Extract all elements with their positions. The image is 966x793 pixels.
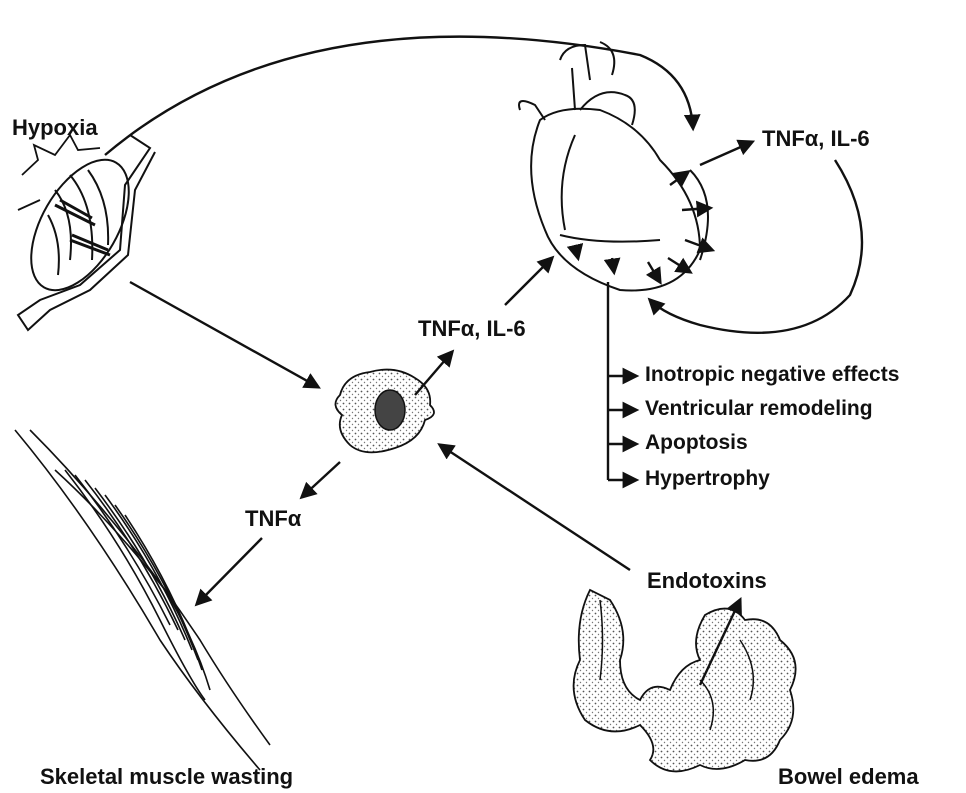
arrow-cytokines-to-heart [505, 258, 552, 305]
arrow-muscle-to-monocyte [130, 282, 318, 387]
arrow-monocyte-to-tnf [302, 462, 340, 497]
effect-apoptosis: Apoptosis [645, 432, 748, 453]
arrow-tnf-to-skeletal-muscle [197, 538, 262, 604]
arrow-monocyte-to-cytokines [415, 352, 452, 395]
muscle-fiber-illustration [11, 135, 155, 330]
heart-cytokines-label: TNFα, IL-6 [762, 128, 870, 150]
arrow-hypoxia-to-heart [105, 37, 693, 155]
skeletal-muscle-illustration [15, 430, 270, 770]
heart-illustration [519, 42, 708, 291]
effect-hypertrophy: Hypertrophy [645, 468, 770, 489]
arrow-endotoxins-to-monocyte [440, 445, 630, 570]
cell-cytokines-label: TNFα, IL-6 [418, 318, 526, 340]
tnf-alpha-label: TNFα [245, 508, 301, 530]
effect-ventricular-remodeling: Ventricular remodeling [645, 398, 873, 419]
arrow-heart-to-cytokines [700, 142, 752, 165]
monocyte-illustration [335, 370, 434, 453]
hypoxia-label: Hypoxia [12, 117, 98, 139]
skeletal-muscle-wasting-label: Skeletal muscle wasting [40, 766, 293, 788]
effects-bracket [608, 282, 636, 480]
effect-inotropic-negative: Inotropic negative effects [645, 364, 899, 385]
bowel-illustration [574, 590, 796, 771]
bowel-edema-label: Bowel edema [778, 766, 919, 788]
endotoxins-label: Endotoxins [647, 570, 767, 592]
